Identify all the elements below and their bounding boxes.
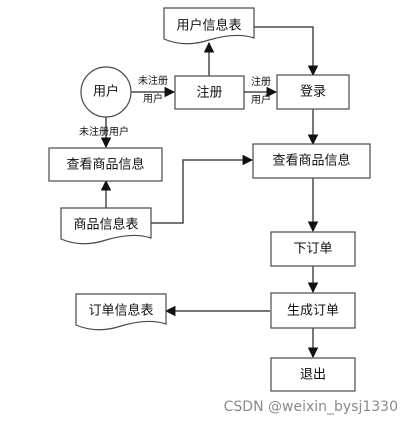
edge-goods-table-to-view-goods-main <box>151 154 254 224</box>
place-order-label: 下订单 <box>293 242 332 257</box>
register-node-shape <box>174 75 245 110</box>
view-goods-left-label: 查看商品信息 <box>66 157 144 173</box>
login-node-shape <box>276 74 350 110</box>
user-info-table-top-label: 用户信息表 <box>176 18 241 34</box>
edge-label-not-registered-line2: 用户 <box>143 92 163 105</box>
view-goods-left-shape <box>48 147 163 182</box>
edge-label-not-registered-line1: 未注册 <box>138 74 168 87</box>
goods-info-table-label: 商品信息表 <box>73 217 138 233</box>
logout-shape <box>270 357 356 392</box>
view-goods-main-label: 查看商品信息 <box>272 153 350 169</box>
user-node-shape <box>80 66 132 118</box>
edge-labels: 未注册 用户 注册 用户 未注册用户 <box>79 74 271 138</box>
user-node-label: 用户 <box>93 84 119 100</box>
edge-label-not-registered-user: 未注册用户 <box>79 125 129 138</box>
logout-label: 退出 <box>300 368 326 383</box>
watermark-text: CSDN @weixin_bysj1330 <box>224 399 398 415</box>
nodes <box>48 7 371 392</box>
user-info-table-top-shape <box>163 7 255 45</box>
order-info-table-label: 订单信息表 <box>88 303 153 319</box>
edge-label-registered-line1: 注册 <box>251 75 271 88</box>
generate-order-label: 生成订单 <box>287 304 339 319</box>
generate-order-shape <box>270 292 356 329</box>
node-labels: 用户信息表 用户 注册 登录 查看商品信息 查看商品信息 商品信息表 下订单 生… <box>66 18 350 383</box>
register-node-label: 注册 <box>196 86 222 101</box>
edge-label-registered-line2: 用户 <box>251 93 271 106</box>
login-node-label: 登录 <box>300 85 326 100</box>
order-info-table-shape <box>75 293 167 331</box>
edge-user-info-to-login <box>254 26 319 77</box>
connectors <box>100 26 319 359</box>
goods-info-table-shape <box>60 207 152 245</box>
place-order-shape <box>270 231 356 267</box>
view-goods-main-shape <box>252 143 371 179</box>
